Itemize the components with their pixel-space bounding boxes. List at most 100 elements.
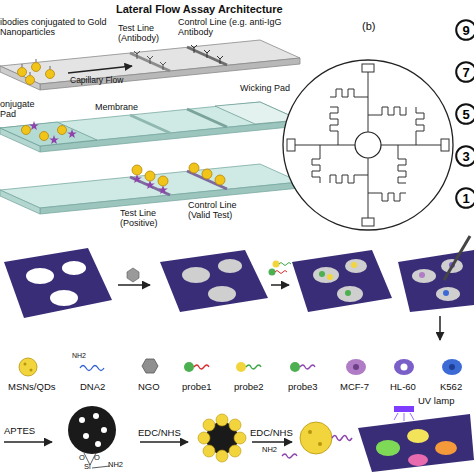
annotation-label: ibodies conjugated to Gold Nanoparticles	[0, 18, 112, 38]
part-label: onjugate Pad	[0, 100, 48, 120]
legend-icon	[246, 365, 261, 369]
legend-icon	[394, 359, 414, 375]
legend-icon	[442, 359, 462, 375]
instrument-label: UV lamp	[418, 396, 474, 406]
gold-nanoparticle	[26, 76, 35, 85]
callout-number: 5	[455, 103, 474, 125]
legend-item: NGO	[138, 382, 160, 392]
channel-arm	[330, 158, 406, 226]
gold-nanoparticle	[40, 132, 49, 141]
flow-label: Capillary Flow	[70, 76, 150, 85]
legend-icon	[353, 364, 359, 370]
probe-sphere	[273, 261, 280, 268]
annotation-label: Test Line (Antibody)	[118, 24, 174, 44]
fluorescent-spot	[376, 440, 400, 456]
quantum-dot	[216, 450, 228, 462]
gold-nanoparticle	[46, 70, 55, 79]
legend-icon	[80, 366, 104, 371]
probe-sphere	[351, 262, 357, 268]
legend-icon	[194, 365, 209, 369]
disc-hub	[355, 132, 381, 158]
conjugate-pad	[0, 122, 97, 146]
probe-particle	[300, 422, 332, 454]
sensor-panel	[358, 414, 474, 472]
panel-title: Lateral Flow Assay Architecture	[116, 3, 283, 15]
analyte-star	[67, 129, 77, 138]
antibody-symbol	[134, 51, 166, 70]
callout-text: 7	[455, 61, 474, 83]
serpentine-channel	[416, 107, 424, 145]
microfluidic-disc	[283, 60, 453, 230]
serpentine-channel	[368, 193, 406, 201]
gold-nanoparticle	[22, 126, 31, 135]
antibody-symbol	[191, 45, 223, 64]
sensing-spot	[182, 267, 210, 283]
step-arrow	[140, 441, 188, 443]
pipette	[444, 236, 470, 280]
step-arrow	[439, 316, 441, 340]
chemical-label: NH2	[72, 352, 102, 360]
reagent-label: EDC/NHS	[250, 428, 310, 438]
pore	[95, 441, 101, 447]
particle-dot	[318, 442, 322, 446]
quantum-dot	[198, 432, 210, 444]
cell-symbol	[419, 272, 425, 278]
legend-icon	[401, 364, 408, 371]
panel-letter: (b)	[362, 20, 392, 32]
analyte-star	[49, 135, 59, 144]
quantum-dot	[203, 419, 215, 431]
uv-lamp	[394, 406, 414, 412]
legend-item: DNA2	[80, 382, 105, 392]
sensing-spot	[313, 267, 339, 283]
sensing-spot	[208, 286, 236, 302]
legend-icon	[30, 369, 33, 372]
fluorescent-spot	[408, 454, 428, 466]
channel-arm	[330, 64, 406, 132]
step-arrow	[4, 441, 52, 443]
sensing-spot	[337, 286, 363, 302]
legend-text: DNA2	[80, 381, 105, 392]
callout-text: 9	[455, 19, 474, 41]
dna-strand	[282, 454, 297, 458]
quantum-dot	[203, 445, 215, 457]
legend-text: MCF-7	[340, 381, 369, 392]
strip-edge	[0, 190, 40, 214]
chamber	[441, 139, 449, 151]
legend-item: probe3	[288, 382, 318, 392]
legend-icon	[142, 359, 158, 373]
legend-icon	[236, 362, 246, 372]
reagent-label: EDC/NHS	[138, 428, 198, 438]
serpentine-channel	[330, 89, 368, 97]
gold-nanoparticle	[145, 171, 155, 181]
dna-strand	[332, 436, 352, 441]
sensing-spot	[50, 290, 78, 306]
step-arrow	[118, 284, 150, 286]
mesoporous-particle	[68, 406, 116, 454]
callout-text: 1	[455, 187, 474, 209]
annotation-label: Test Line (Positive)	[120, 209, 174, 229]
callout-number: 7	[455, 61, 474, 83]
analyte-star	[29, 121, 39, 130]
legend-icon	[184, 362, 194, 372]
legend-icon	[300, 365, 315, 369]
sensing-spot	[345, 259, 367, 273]
channel	[381, 145, 441, 146]
sensor-panel	[160, 250, 268, 312]
gold-nanoparticle	[18, 68, 27, 77]
fluorescent-spot	[435, 441, 457, 455]
legend-item: MCF-7	[340, 382, 369, 392]
legend-text: MSNs/QDs	[8, 381, 56, 392]
legend-icon	[290, 362, 300, 372]
chamber	[362, 218, 374, 226]
flow-arrow	[68, 66, 132, 73]
serpentine-channel	[312, 145, 320, 183]
legend-item: K562	[440, 382, 462, 392]
legend-icon	[19, 358, 37, 376]
callout-number: 3	[455, 145, 474, 167]
quantum-dot	[234, 432, 246, 444]
legend-text: HL-60	[390, 381, 416, 392]
pore	[79, 417, 85, 423]
callout-number: 1	[455, 187, 474, 209]
